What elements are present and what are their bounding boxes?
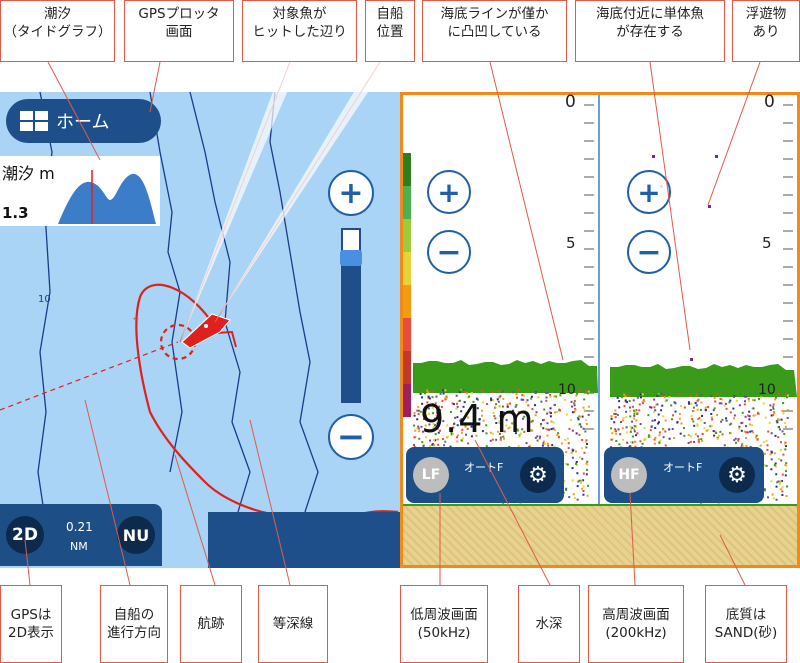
depth-contours: [37, 92, 319, 513]
contour-value: 10: [38, 294, 51, 305]
minus-icon: −: [336, 417, 366, 457]
annotation-hf-screen: 高周波画面 (200kHz): [588, 585, 684, 663]
fish-finder-screen: 0 0 5 5 10 10 + − + − 9.4 m LF オートF ⚙ HF…: [400, 92, 800, 568]
annotation-bottom-type: 底質は SAND(砂): [705, 585, 787, 663]
plus-icon: +: [637, 175, 661, 209]
annotation-heading: 自船の 進行方向: [100, 585, 168, 663]
lf-zoom-out-button[interactable]: −: [427, 230, 471, 274]
scale-5-lf: 5: [566, 234, 576, 252]
distance-unit: NM: [70, 540, 88, 553]
home-button[interactable]: ホーム: [6, 99, 161, 143]
scale-0-lf: 0: [565, 92, 576, 112]
map-zoom-slider[interactable]: [340, 228, 362, 403]
home-grid-icon: [20, 111, 48, 131]
scale-0-top: 0: [764, 92, 775, 112]
annotation-gps-2d: GPSは 2D表示: [0, 585, 62, 663]
annotation-single-fish: 海底付近に単体魚 が存在する: [575, 0, 725, 62]
hf-settings-gear-icon[interactable]: ⚙: [719, 457, 755, 493]
water-depth-readout: 9.4 m: [420, 397, 535, 441]
tide-value: 1.3: [2, 204, 29, 222]
plotter-right-bar: [208, 512, 400, 568]
annotation-floating: 浮遊物 あり: [732, 0, 800, 62]
annotation-water-depth: 水深: [518, 585, 580, 663]
map-zoom-out-button[interactable]: −: [328, 414, 374, 460]
home-label: ホーム: [56, 112, 110, 133]
annotation-track: 航跡: [180, 585, 242, 663]
scale-10-hf: 10: [758, 382, 776, 398]
distance-value: 0.21: [66, 520, 93, 534]
annotation-target-fish: 対象魚が ヒットした辺り: [242, 0, 357, 62]
lf-echo-panel: [403, 95, 598, 506]
hf-gain-label: オートF: [663, 461, 703, 474]
hf-button[interactable]: HF: [611, 457, 647, 493]
annotation-contour: 等深線: [258, 585, 328, 663]
annotation-tide: 潮汐 （タイドグラフ）: [0, 0, 115, 62]
scale-10-lf: 10: [558, 382, 576, 398]
north-up-button[interactable]: NU: [117, 516, 155, 554]
annotation-lf-screen: 低周波画面 (50kHz): [400, 585, 488, 663]
bottom-discrimination-sand: [403, 506, 797, 565]
zoom-slider-thumb[interactable]: [340, 250, 362, 266]
own-ship-icon: [181, 313, 231, 349]
lf-zoom-in-button[interactable]: +: [427, 170, 471, 214]
annotation-gps-plotter: GPSプロッタ 画面: [124, 0, 234, 62]
hf-zoom-out-button[interactable]: −: [627, 230, 671, 274]
hf-zoom-in-button[interactable]: +: [627, 170, 671, 214]
heading-line: [0, 341, 179, 411]
tide-curve: [58, 170, 156, 224]
svg-text:⌖: ⌖: [133, 314, 139, 325]
lf-button[interactable]: LF: [413, 457, 449, 493]
hf-echogram: [610, 104, 797, 504]
plus-icon: +: [437, 175, 461, 209]
minus-icon: −: [636, 234, 662, 270]
gps-2d-button[interactable]: 2D: [6, 516, 44, 554]
scale-5-hf: 5: [762, 234, 772, 252]
annotation-seabed-line: 海底ラインが僅か に凸凹している: [422, 0, 567, 62]
map-zoom-in-button[interactable]: +: [328, 170, 374, 216]
annotation-own-ship: 自船 位置: [365, 0, 415, 62]
minus-icon: −: [436, 234, 462, 270]
tide-label: 潮汐 m: [2, 164, 55, 183]
lf-echogram: [403, 104, 598, 504]
tide-graph-panel[interactable]: 潮汐 m 1.3: [0, 156, 160, 226]
lf-settings-gear-icon[interactable]: ⚙: [520, 457, 556, 493]
hf-echo-panel: [600, 95, 797, 506]
plus-icon: +: [338, 175, 364, 211]
lf-gain-label: オートF: [464, 461, 504, 474]
gps-plotter-screen: ⌖ 10 ホーム 潮汐 m 1.3 + − 2D 0.21 NM NU: [0, 92, 400, 568]
